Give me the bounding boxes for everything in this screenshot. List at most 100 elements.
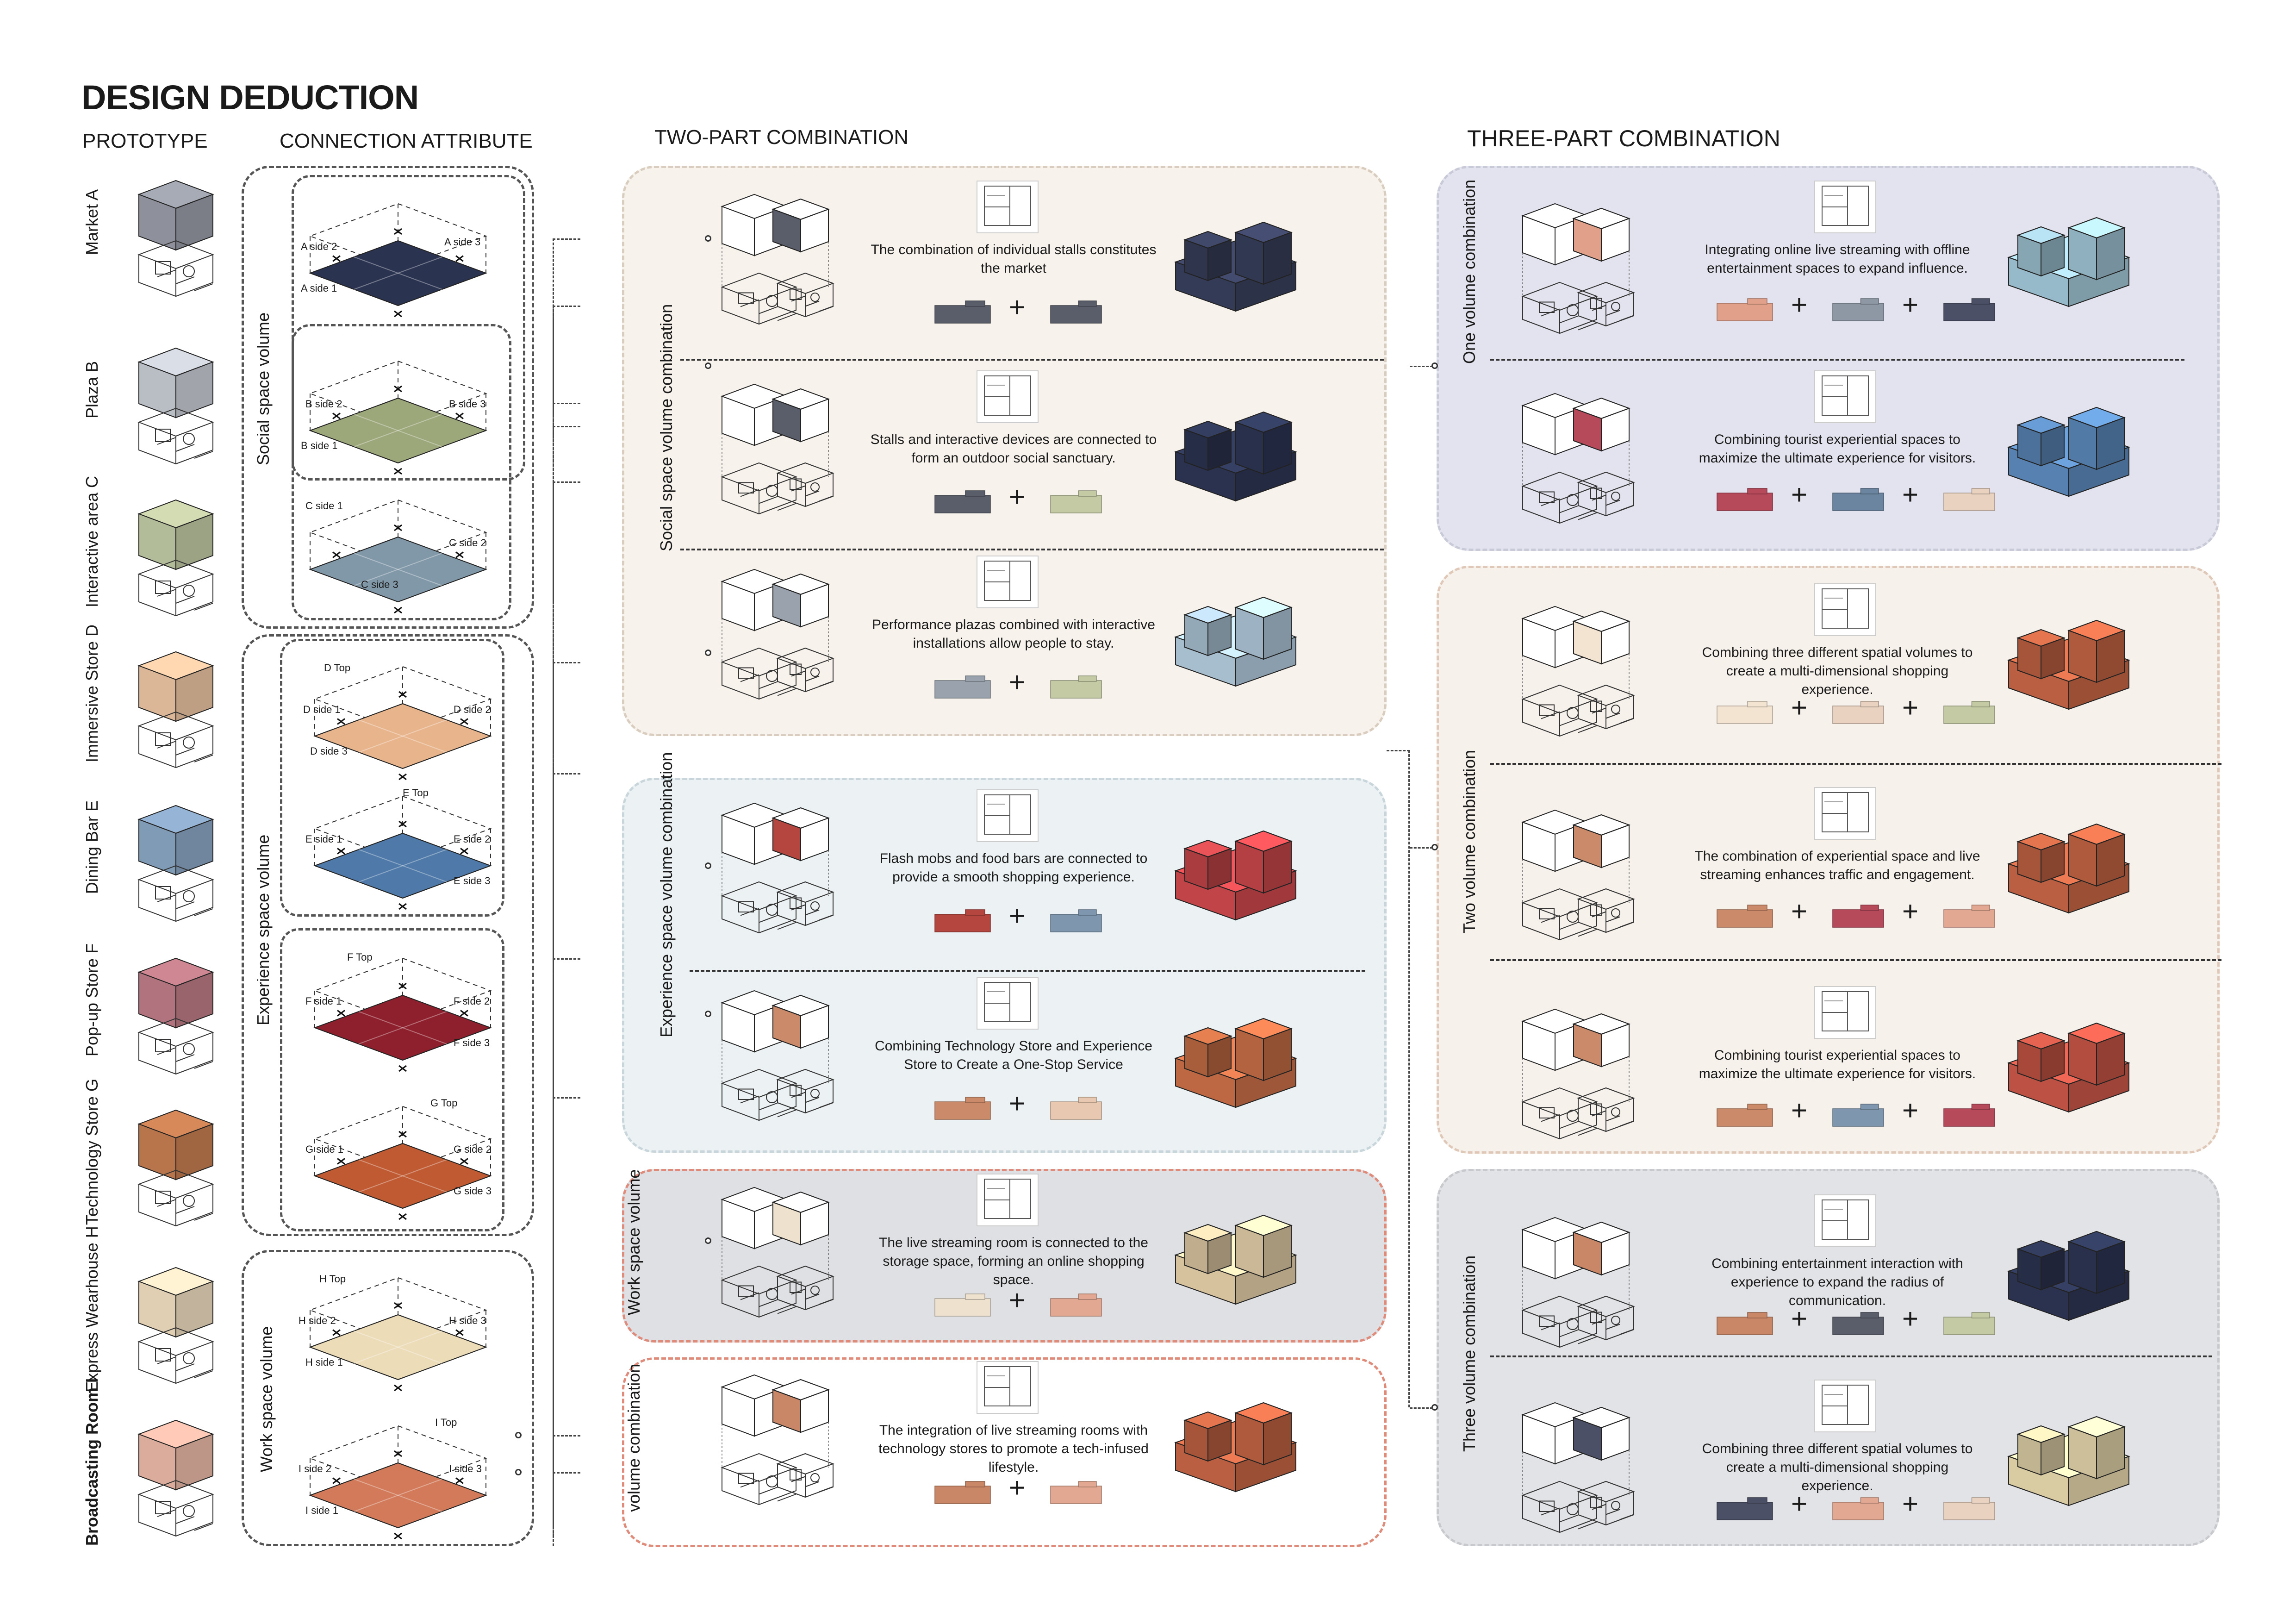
attr-side-label: H side 1 [305, 1356, 343, 1368]
combination-part-swatch [1944, 905, 1995, 928]
connector-node [705, 235, 711, 242]
combination-part-swatch [1944, 1498, 1995, 1521]
experience-combination-label: Experience space volume combination [657, 843, 676, 1037]
floor-plan-drawing [977, 371, 1038, 422]
combination-part-swatch [1944, 1104, 1995, 1127]
exploded-axonometric [1504, 1208, 1671, 1375]
rendered-combination-model [1990, 1213, 2157, 1352]
floor-plan-thumbnail [1814, 583, 1876, 636]
model-block [2018, 833, 2064, 882]
attr-diagram-a [310, 204, 486, 317]
attr-side-label: A side 1 [301, 282, 337, 294]
plus-sign: + [1009, 1090, 1025, 1118]
exploded-volume [773, 1380, 828, 1432]
model-block [1236, 597, 1291, 659]
exploded-volume [773, 808, 828, 861]
combination-part-swatch [1833, 1498, 1884, 1521]
separator [680, 359, 1384, 361]
combination-caption: The combination of individual stalls con… [870, 241, 1157, 278]
attr-side-label: H Top [319, 1273, 346, 1285]
exploded-volume [1574, 1222, 1629, 1275]
plus-sign: + [1791, 1097, 1807, 1124]
attr-side-label: I side 3 [449, 1463, 482, 1475]
connector-node [705, 1237, 711, 1244]
combination-caption: Integrating online live streaming with o… [1694, 241, 1981, 278]
attr-side-label: E side 3 [454, 875, 491, 887]
exploded-axonometric [1504, 801, 1671, 968]
exploded-interior [778, 1069, 833, 1113]
model-block [1185, 231, 1231, 281]
exploded-axonometric [703, 981, 870, 1148]
attr-diagram-c [310, 500, 486, 613]
combination-part-swatch [1833, 1104, 1884, 1127]
exploded-interior [1578, 1296, 1634, 1340]
combination-part-swatch [1051, 1097, 1101, 1120]
combination-caption: Flash mobs and food bars are connected t… [870, 849, 1157, 887]
combination-caption: Performance plazas combined with interac… [870, 616, 1157, 653]
attr-side-label: E Top [403, 787, 429, 799]
rendered-combination-model [1990, 1005, 2157, 1143]
work-volume-label: Work space volume [624, 1204, 644, 1315]
plus-sign: + [1009, 1474, 1025, 1502]
exploded-interior [1578, 889, 1634, 932]
volume-combination-label: volume combination [624, 1401, 644, 1512]
floor-plan-drawing [977, 978, 1038, 1029]
floor-plan-drawing [1815, 1195, 1875, 1246]
attr-diagram-e [315, 796, 491, 909]
plus-sign: + [1009, 668, 1025, 696]
plus-sign: + [1902, 481, 1918, 509]
combination-part-swatch [1833, 1312, 1884, 1336]
model-block [2018, 417, 2064, 466]
plus-sign: + [1791, 898, 1807, 925]
combination-part-swatch [1944, 1312, 1995, 1336]
exploded-volume [1574, 208, 1629, 261]
connector-node [705, 1011, 711, 1017]
rendered-combination-model [1157, 579, 1324, 718]
rendered-combination-model [1157, 1000, 1324, 1139]
floor-plan-drawing [1815, 987, 1875, 1038]
exploded-interior [778, 882, 833, 925]
model-block [2069, 824, 2124, 886]
plus-sign: + [1009, 483, 1025, 511]
model-block [2069, 1231, 2124, 1293]
exploded-axonometric [703, 185, 870, 352]
attr-side-label: G side 2 [454, 1143, 492, 1156]
combination-part-swatch [1717, 905, 1773, 928]
attr-diagram-i [310, 1426, 486, 1539]
exploded-volume [773, 1192, 828, 1245]
floor-plan-thumbnail [1814, 1380, 1876, 1432]
attr-side-label: E side 1 [305, 833, 342, 845]
exploded-interior [1578, 685, 1634, 729]
model-block [1185, 1224, 1231, 1274]
floor-plan-drawing [977, 790, 1038, 841]
rendered-combination-model [1157, 1197, 1324, 1336]
attr-side-label: G Top [430, 1097, 457, 1109]
separator [690, 970, 1365, 972]
floor-plan-drawing [977, 556, 1038, 607]
floor-plan-thumbnail [977, 977, 1039, 1030]
exploded-volume [773, 199, 828, 252]
attr-side-label: A side 3 [444, 236, 480, 248]
connector-line [1410, 366, 1433, 367]
exploded-interior [1578, 282, 1634, 326]
combination-part-swatch [1051, 910, 1101, 933]
combination-part-swatch [1717, 299, 1773, 322]
plus-sign: + [1009, 1287, 1025, 1314]
plus-sign: + [1902, 1097, 1918, 1124]
attr-side-label: G side 3 [454, 1185, 492, 1197]
floor-plan-drawing [977, 1362, 1038, 1413]
model-block [1236, 1018, 1291, 1081]
attr-side-label: H side 3 [449, 1315, 486, 1327]
combination-part-swatch [1833, 299, 1884, 322]
combination-part-swatch [1717, 1498, 1773, 1521]
plus-sign: + [1902, 694, 1918, 722]
exploded-volume [1574, 398, 1629, 451]
rendered-combination-model [1990, 389, 2157, 528]
exploded-volume [1574, 611, 1629, 664]
floor-plan-thumbnail [1814, 181, 1876, 233]
model-block [2018, 630, 2064, 679]
connector-line [1387, 750, 1410, 1407]
combination-part-swatch [1051, 1481, 1101, 1505]
floor-plan-thumbnail [1814, 986, 1876, 1039]
combination-part-swatch [935, 301, 990, 324]
